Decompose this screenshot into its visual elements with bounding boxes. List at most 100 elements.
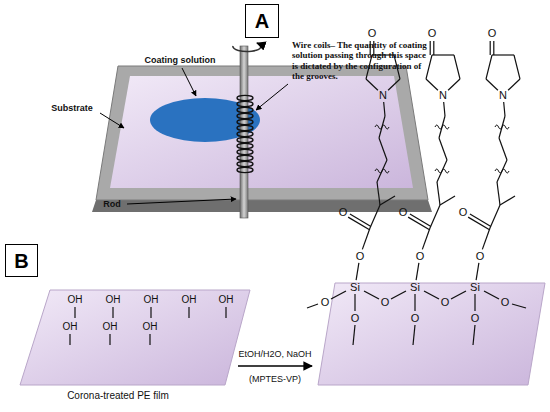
hydroxyl-group: OH [143,321,158,333]
bond-line [413,325,415,345]
panel-letter: A [255,11,269,31]
panel-letter-box: B [5,244,38,277]
atom-label: Si [410,281,420,294]
bond-line [437,182,440,205]
bond-line [512,304,526,308]
bond-line [430,205,440,228]
bond-line [225,307,226,318]
atom-label: N [499,89,507,102]
bond-line [149,334,150,345]
coil-turn [237,101,253,106]
bond-line [384,102,385,116]
bond-line [424,291,439,299]
coil-turn [237,143,253,148]
bond-line [497,182,500,205]
bond-line [366,79,378,90]
atom-label: O [399,206,408,219]
reaction-arrow [238,365,312,367]
bond-line [492,54,514,55]
atom-label: O [488,27,497,40]
bond-line [188,307,189,318]
tray-side [92,200,432,212]
bond-line [486,55,492,79]
bond-line [454,55,460,79]
bond-line [331,291,346,299]
bond-line [484,291,499,299]
atom-label: O [476,250,485,263]
callout-note: Wire coils– The quantity of coating solu… [292,40,428,81]
bond-line [354,294,355,311]
modified-film [318,283,545,385]
bond-line [408,217,429,229]
coil-turn [237,161,253,166]
bond-line [391,291,406,299]
bond-line [356,263,359,280]
atom-label: O [339,206,348,219]
substrate [110,76,413,188]
panel-letter-box: A [245,4,279,38]
bond-line [430,41,431,55]
atom-label: O [471,312,480,325]
hydroxyl-group: OH [63,321,78,333]
bond-line [422,228,430,249]
part-label: Rod [103,199,121,209]
bond-line [307,304,318,308]
tray-frame [96,66,428,200]
chain-break-mark [435,125,449,129]
atom-label: O [501,296,510,309]
bond-line [493,41,494,55]
bond-line [504,102,505,116]
reagent-label: (MPTES-VP) [249,374,301,384]
bond-line [473,325,475,345]
panel-letter: B [14,251,28,271]
bond-line [416,263,419,280]
bond-line [379,138,387,160]
coil-turn [237,107,253,112]
atom-label: O [351,312,360,325]
bond-line [439,138,447,160]
bond-line [370,205,380,228]
bond-line [476,263,479,280]
part-label: Substrate [51,103,93,113]
atom-label: N [439,89,447,102]
leader-arrow [100,113,124,128]
atom-label: N [379,89,387,102]
bond-line [444,102,445,116]
chain-break-mark [495,169,509,173]
leader-arrow [182,68,196,96]
bond-line [508,79,520,90]
chain-break-mark [375,169,389,173]
bond-line [451,291,466,299]
bond-line [109,334,110,345]
coil-turn [237,137,253,142]
pe-film [20,290,250,385]
atom-label: O [416,250,425,263]
film-label: Corona-treated PE film [67,390,169,402]
bond-line [468,217,489,229]
coil-turn [237,131,253,136]
atom-label: O [441,296,450,309]
bond-line [362,228,370,249]
leader-arrow [127,199,236,204]
atom-label: O [356,250,365,263]
bond-line [474,294,475,311]
bond-line [388,79,400,90]
bond-line [150,307,151,318]
bond-line [486,79,498,90]
atom-label: Si [350,281,360,294]
bond-line [433,41,434,55]
atom-label: O [321,296,330,309]
bond-line [377,182,380,205]
bond-line [364,291,379,299]
hydroxyl-group: OH [103,321,118,333]
coil-turn [237,113,253,118]
bond-line [432,54,454,55]
chain-break-mark [375,125,389,129]
bond-line [348,217,369,229]
hydroxyl-group: OH [182,294,197,306]
bond-line [490,205,500,228]
bond-line [490,41,491,55]
coil-turn [237,125,253,130]
bond-line [380,196,395,205]
hydroxyl-group: OH [219,294,234,306]
